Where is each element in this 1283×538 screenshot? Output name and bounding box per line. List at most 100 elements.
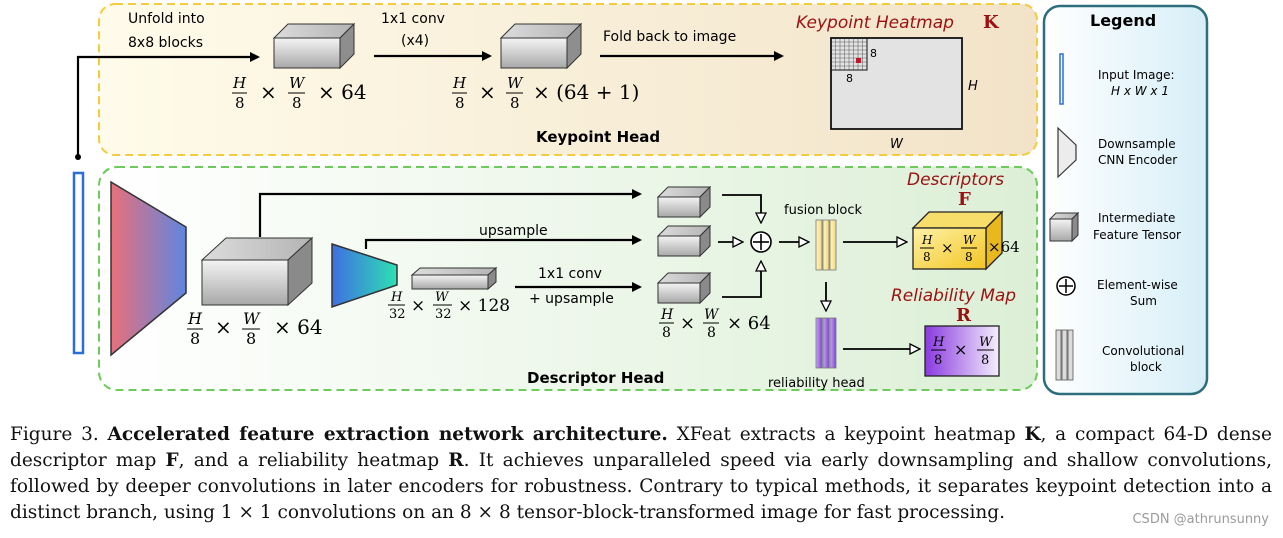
tensor-cube-kp2 (499, 22, 583, 70)
upsample-label: upsample (479, 223, 548, 239)
svg-text:8: 8 (923, 250, 931, 264)
downsample-encoder-1 (110, 180, 187, 357)
figure-caption: Figure 3. Accelerated feature extraction… (10, 422, 1272, 526)
block-size-a: 8 (870, 47, 877, 60)
caption-prefix: Figure 3. (10, 424, 108, 445)
skip-arrow (258, 189, 642, 237)
svg-text:H: H (921, 233, 933, 247)
svg-text:×64: ×64 (988, 238, 1020, 256)
legend-encoder-label-2: CNN Encoder (1098, 153, 1177, 167)
caption-bold-title: Accelerated feature extraction network a… (107, 424, 668, 445)
svg-text:×: × (941, 239, 954, 257)
legend-box (1042, 4, 1209, 396)
legend-conv-icon (1055, 329, 1074, 381)
downsample-encoder-2 (331, 242, 398, 309)
legend-sum-label-1: Element-wise (1097, 278, 1178, 292)
svg-text:8: 8 (981, 353, 989, 368)
tensor-kp1-shape: H 8 × W 8 × 64 (232, 74, 367, 112)
svg-text:W: W (979, 335, 994, 350)
input-image-bar (72, 171, 85, 355)
svg-text:H: H (187, 309, 203, 328)
fusion-conv-block (815, 219, 837, 271)
conv-upsample-label-2: + upsample (529, 291, 614, 307)
kp-conv-label-1: 1x1 conv (381, 11, 445, 27)
svg-text:8: 8 (190, 329, 200, 348)
reliability-conv-block (815, 317, 837, 369)
tensor-cube-s3 (656, 271, 712, 305)
svg-text:×: × (411, 296, 425, 316)
caption-text-c: , and a reliability heatmap (178, 450, 449, 471)
svg-text:×: × (680, 313, 695, 334)
tensor-cube-s1 (656, 185, 712, 219)
caption-math-1: 1 × 1 (220, 502, 272, 523)
tensor-big-shape: H 8 × W 8 × 64 (187, 309, 323, 348)
legend-title: Legend (1090, 11, 1156, 30)
keypoint-heatmap-title: Keypoint Heatmap (796, 13, 954, 33)
sum-in-bot (722, 262, 761, 298)
tensor-cube-kp1 (272, 22, 356, 70)
legend-tensor-label-1: Intermediate (1098, 211, 1175, 225)
svg-text:× 64: × 64 (274, 315, 323, 339)
unfold-arrow (76, 52, 260, 157)
legend-encoder-label-1: Downsample (1098, 137, 1176, 151)
caption-text-d: . It achieves unparalleled speed via ear… (10, 450, 1272, 523)
svg-text:W: W (289, 74, 306, 92)
conv-upsample-label-1: 1x1 conv (538, 266, 602, 282)
svg-text:8: 8 (934, 353, 942, 368)
svg-text:× 64: × 64 (727, 313, 771, 334)
svg-text:H: H (660, 307, 674, 323)
caption-math-2: 8 × 8 (459, 502, 511, 523)
descriptors-symbol: F (958, 189, 971, 210)
svg-text:×: × (260, 80, 277, 104)
legend-input-label-1: Input Image: (1098, 68, 1175, 82)
legend-input-label-2: H x W x 1 (1111, 84, 1169, 98)
svg-text:8: 8 (235, 94, 245, 112)
legend-conv-label-1: Convolutional (1102, 344, 1184, 358)
svg-text:H: H (390, 290, 403, 305)
keypoint-heatmap-symbol: K (983, 12, 1000, 33)
caption-text-e: convolutions on an (271, 502, 460, 523)
caption-text-b: , a compact 64-D dense descriptor map (10, 424, 1272, 471)
reliability-map-symbol: R (956, 305, 972, 326)
legend-tensor-icon (1048, 211, 1080, 243)
descriptor-map-shape: H 8 × W 8 ×64 (920, 233, 1020, 264)
svg-text:8: 8 (662, 325, 671, 341)
architecture-diagram: Unfold into 8x8 blocks H 8 × W 8 × 64 1x… (72, 3, 1209, 396)
svg-text:× (64 + 1): × (64 + 1) (533, 80, 639, 104)
legend-tensor-label-2: Feature Tensor (1093, 228, 1181, 242)
tensor-kp2-shape: H 8 × W 8 × (64 + 1) (452, 74, 639, 112)
tensor-cube-flat (410, 266, 498, 291)
caption-text-f: tensor-block-transformed image for fast … (510, 502, 1006, 523)
descriptor-head-box (98, 166, 1038, 391)
tensor-cube-big (200, 236, 314, 307)
svg-text:8: 8 (455, 94, 465, 112)
legend-encoder-icon (1057, 126, 1077, 179)
block-size-b: 8 (846, 72, 853, 85)
unfold-label-1: Unfold into (128, 11, 205, 27)
svg-text:W: W (963, 233, 977, 247)
svg-text:32: 32 (389, 307, 406, 322)
descriptors-title: Descriptors (907, 170, 1004, 190)
legend-sum-label-2: Sum (1130, 294, 1157, 308)
svg-text:8: 8 (965, 250, 973, 264)
reliability-map-shape: H 8 × W 8 (931, 335, 994, 368)
svg-text:8: 8 (246, 329, 256, 348)
tensor-cube-s2 (656, 224, 712, 258)
svg-text:8: 8 (292, 94, 302, 112)
tensor-small-shape: H 32 × W 32 × 128 (388, 290, 510, 322)
svg-text:×: × (215, 315, 232, 339)
legend-sum-icon (1056, 276, 1076, 296)
svg-text:8: 8 (510, 94, 520, 112)
watermark: CSDN @athrunsunny (1132, 512, 1269, 527)
fusion-block-label: fusion block (784, 203, 862, 218)
svg-text:× 64: × 64 (318, 80, 367, 104)
unfold-label-2: 8x8 blocks (128, 35, 203, 51)
caption-text-a: XFeat extracts a keypoint heatmap (667, 424, 1025, 445)
svg-text:W: W (507, 74, 524, 92)
svg-text:8: 8 (707, 325, 716, 341)
kp-conv-label-2: (x4) (401, 33, 429, 49)
svg-text:32: 32 (435, 307, 452, 322)
element-wise-sum-icon (750, 231, 772, 253)
keypoint-heatmap-image (830, 37, 963, 130)
sum-in-top (722, 194, 761, 222)
